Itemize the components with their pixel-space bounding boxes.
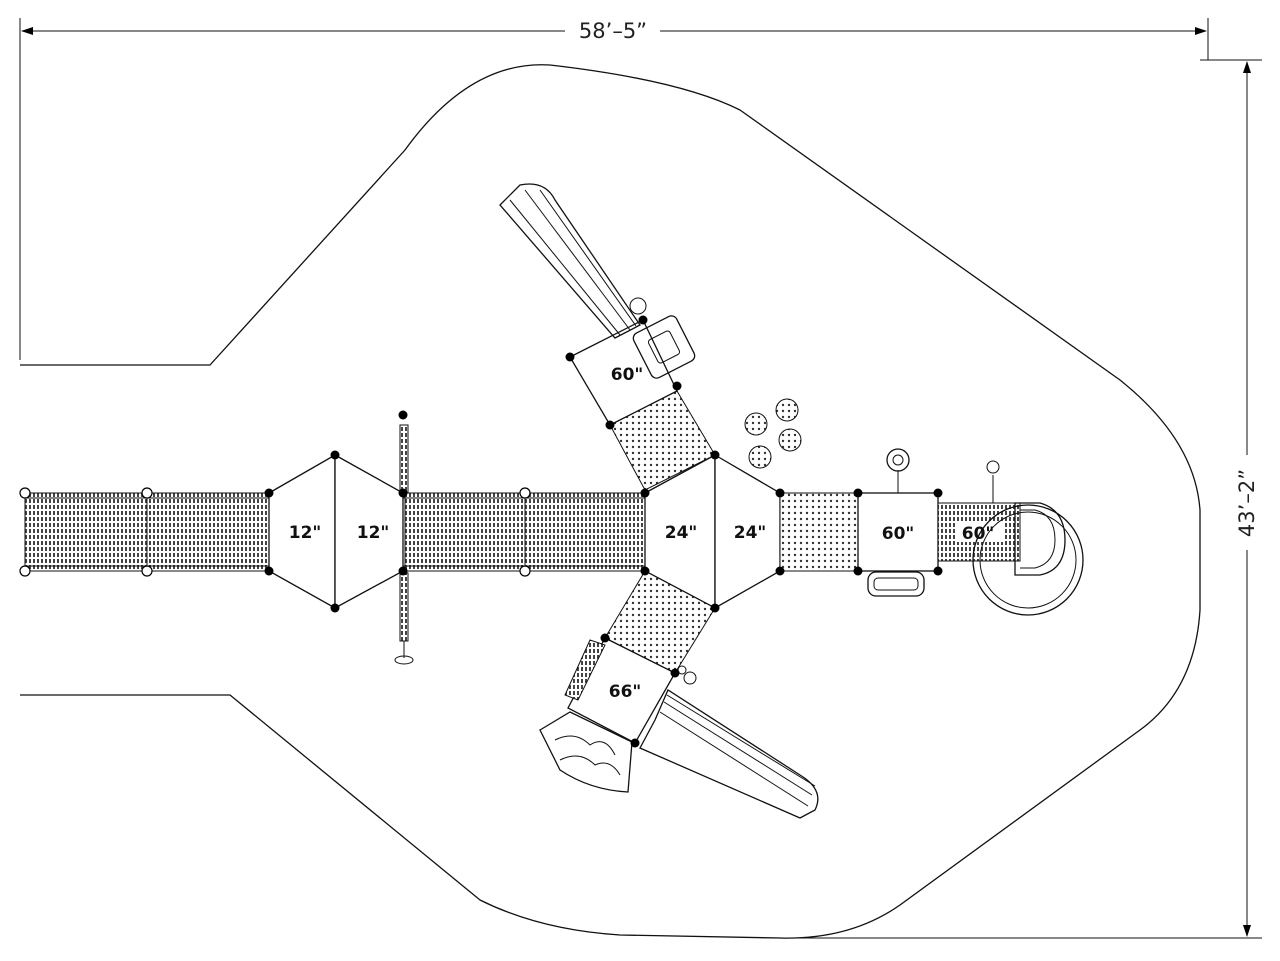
use-zone-boundary xyxy=(20,64,1201,939)
step-handle xyxy=(867,571,925,597)
climbing-panel xyxy=(564,639,606,701)
rock-climber xyxy=(539,711,633,793)
bridge-panel-3 xyxy=(404,492,526,572)
height-label: 43’–2” xyxy=(1235,469,1259,537)
deck-60-right-label: 60" xyxy=(882,524,915,544)
bridge-panel-4 xyxy=(524,492,646,572)
width-dimension: 58’–5” xyxy=(19,18,1209,360)
posts xyxy=(19,315,943,748)
lower-slide xyxy=(639,665,819,819)
spiral-slide xyxy=(972,460,1084,616)
stepping-discs xyxy=(744,398,802,469)
deck-12b-label: 12" xyxy=(357,523,390,543)
deck-66-label-bg xyxy=(955,522,1003,542)
height-dimension: 43’–2” xyxy=(780,59,1262,939)
deck-66-label: 60" xyxy=(962,524,995,544)
width-label: 58’–5” xyxy=(579,19,647,43)
bridge-panel-1 xyxy=(24,492,148,572)
bridge-panel-2 xyxy=(146,492,270,572)
deck-24a-label: 24" xyxy=(665,523,698,543)
upper-slide xyxy=(499,183,696,379)
deck-24b-label: 24" xyxy=(734,523,767,543)
right-ramp xyxy=(779,492,859,572)
deck-60-bottom-label: 66" xyxy=(609,682,642,702)
deck-60-right-shape xyxy=(857,492,939,572)
deck-12a-label: 12" xyxy=(289,523,322,543)
deck-60-top-label: 60" xyxy=(611,365,644,385)
steering-wheel xyxy=(886,448,910,493)
